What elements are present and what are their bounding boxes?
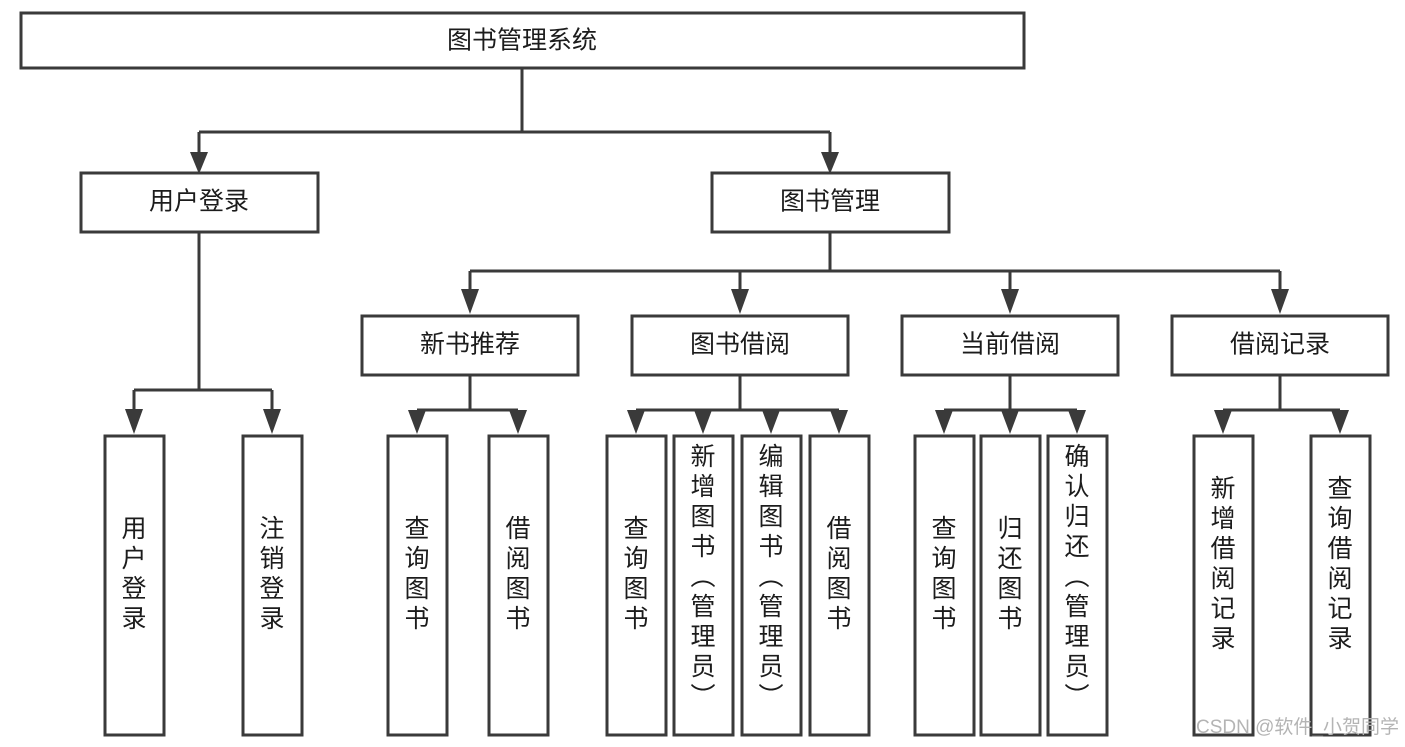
arrow-current-l3-icon	[1068, 410, 1086, 434]
node-user-login[interactable]: 用户登录	[79, 171, 320, 234]
node-book-borrow[interactable]: 图书借阅	[630, 314, 850, 377]
arrow-user-leaf1-icon	[125, 409, 143, 434]
leaf-user-login-1-box[interactable]	[103, 434, 166, 737]
arrow-record-l2-icon	[1331, 410, 1349, 434]
arrow-book-c2-icon	[731, 289, 749, 314]
leaf-current-borrow-2[interactable]: 归还图书	[979, 434, 1042, 737]
leaf-borrow-record-2-box[interactable]	[1309, 434, 1372, 737]
leaf-book-borrow-3-label: 编辑图书︵管理员︶	[758, 443, 783, 711]
arrow-current-l1-icon	[935, 410, 953, 434]
leaf-new-book-1-label: 查询图书	[404, 515, 429, 633]
arrow-newbook-l2-icon	[509, 410, 527, 434]
node-new-book-recommend-label: 新书推荐	[420, 331, 520, 359]
leaf-book-borrow-4-box[interactable]	[808, 434, 871, 737]
arrow-user-leaf2-icon	[263, 409, 281, 434]
leaf-borrow-record-1[interactable]: 新增借阅记录	[1192, 434, 1255, 737]
node-book-borrow-box[interactable]	[630, 314, 850, 377]
arrow-root-to-user-icon	[190, 152, 208, 174]
leaf-book-borrow-1-label: 查询图书	[623, 515, 648, 633]
node-new-book-recommend[interactable]: 新书推荐	[360, 314, 580, 377]
node-borrow-record-label: 借阅记录	[1230, 331, 1330, 359]
connector-layer	[125, 68, 1349, 434]
node-root-system-box[interactable]	[19, 11, 1026, 70]
node-current-borrow-box[interactable]	[900, 314, 1120, 377]
leaf-user-login-2-label: 注销登录	[259, 515, 284, 633]
leaf-borrow-record-2-label: 查询借阅记录	[1327, 475, 1352, 653]
leaf-current-borrow-3-label: 确认归还︵管理员︶	[1064, 443, 1089, 711]
leaf-borrow-record-1-box[interactable]	[1192, 434, 1255, 737]
leaf-book-borrow-2[interactable]: 新增图书︵管理员︶	[672, 434, 735, 737]
leaf-current-borrow-3-box[interactable]	[1046, 434, 1109, 737]
arrow-record-l1-icon	[1214, 410, 1232, 434]
node-book-management[interactable]: 图书管理	[710, 171, 951, 234]
leaf-book-borrow-2-box[interactable]	[672, 434, 735, 737]
leaf-book-borrow-3-box[interactable]	[740, 434, 803, 737]
leaf-book-borrow-4[interactable]: 借阅图书	[808, 434, 871, 737]
leaf-user-login-2-box[interactable]	[241, 434, 304, 737]
node-current-borrow[interactable]: 当前借阅	[900, 314, 1120, 377]
node-book-management-label: 图书管理	[780, 188, 880, 216]
node-borrow-record-box[interactable]	[1170, 314, 1390, 377]
arrow-newbook-l1-icon	[408, 410, 426, 434]
node-book-management-box[interactable]	[710, 171, 951, 234]
node-user-login-box[interactable]	[79, 171, 320, 234]
leaf-book-borrow-1[interactable]: 查询图书	[605, 434, 668, 737]
csdn-watermark: CSDN @软件_小贺同学	[1196, 716, 1399, 738]
leaf-current-borrow-1-box[interactable]	[913, 434, 976, 737]
arrow-book-c4-icon	[1271, 289, 1289, 314]
node-new-book-recommend-box[interactable]	[360, 314, 580, 377]
arrow-root-to-book-icon	[821, 152, 839, 174]
leaf-user-login-1[interactable]: 用户登录	[103, 434, 166, 737]
node-root-system[interactable]: 图书管理系统	[19, 11, 1026, 70]
arrow-book-c1-icon	[461, 289, 479, 314]
leaf-new-book-1-box[interactable]	[386, 434, 449, 737]
leaf-new-book-2[interactable]: 借阅图书	[487, 434, 550, 737]
leaf-new-book-2-box[interactable]	[487, 434, 550, 737]
leaf-current-borrow-1[interactable]: 查询图书	[913, 434, 976, 737]
leaf-book-borrow-2-label: 新增图书︵管理员︶	[690, 443, 715, 711]
leaf-borrow-record-1-label: 新增借阅记录	[1210, 475, 1235, 653]
leaf-book-borrow-3[interactable]: 编辑图书︵管理员︶	[740, 434, 803, 737]
leaf-borrow-record-2[interactable]: 查询借阅记录	[1309, 434, 1372, 737]
leaf-book-borrow-4-label: 借阅图书	[826, 515, 851, 633]
node-user-login-label: 用户登录	[149, 188, 249, 216]
arrow-borrow-l2-icon	[694, 410, 712, 434]
arrow-borrow-l4-icon	[830, 410, 848, 434]
arrow-current-l2-icon	[1001, 410, 1019, 434]
node-borrow-record[interactable]: 借阅记录	[1170, 314, 1390, 377]
arrow-borrow-l1-icon	[627, 410, 645, 434]
node-book-borrow-label: 图书借阅	[690, 331, 790, 359]
leaf-user-login-1-label: 用户登录	[121, 515, 146, 633]
leaf-current-borrow-3[interactable]: 确认归还︵管理员︶	[1046, 434, 1109, 737]
leaf-current-borrow-2-label: 归还图书	[997, 515, 1022, 633]
node-root-system-label: 图书管理系统	[447, 27, 597, 55]
arrow-borrow-l3-icon	[762, 410, 780, 434]
leaf-user-login-2[interactable]: 注销登录	[241, 434, 304, 737]
leaf-current-borrow-1-label: 查询图书	[931, 515, 956, 633]
arrow-book-c3-icon	[1001, 289, 1019, 314]
leaf-new-book-2-label: 借阅图书	[505, 515, 530, 633]
node-current-borrow-label: 当前借阅	[960, 331, 1060, 359]
leaf-current-borrow-2-box[interactable]	[979, 434, 1042, 737]
leaf-new-book-1[interactable]: 查询图书	[386, 434, 449, 737]
leaf-book-borrow-1-box[interactable]	[605, 434, 668, 737]
